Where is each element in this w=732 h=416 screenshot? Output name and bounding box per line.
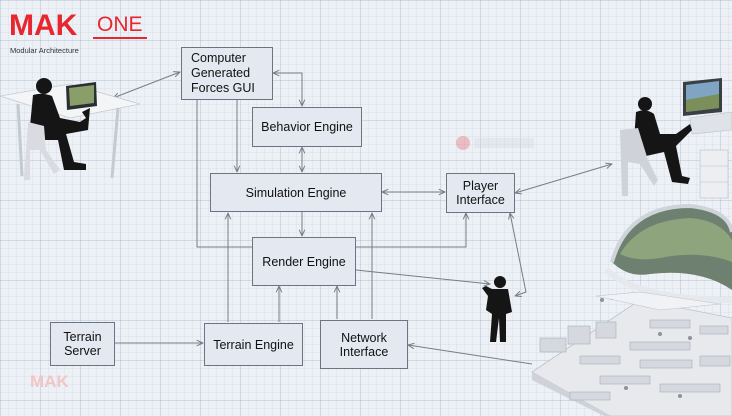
logo-brand: MAK bbox=[9, 9, 78, 42]
render-engine-box: Render Engine bbox=[252, 237, 356, 286]
behavior-engine-label: Behavior Engine bbox=[261, 120, 353, 134]
player-interface-box: Player Interface bbox=[446, 173, 515, 213]
behavior-engine-box: Behavior Engine bbox=[252, 107, 362, 147]
terrain-engine-box: Terrain Engine bbox=[204, 323, 303, 366]
command-center-room-icon bbox=[531, 291, 732, 416]
dome-display-icon bbox=[604, 203, 732, 303]
link-cgf-behavior bbox=[273, 73, 302, 106]
network-line-1: Network bbox=[341, 330, 387, 345]
cgf-line-1: Computer bbox=[191, 51, 246, 65]
operator-at-desk-icon bbox=[0, 78, 141, 180]
player-line-2: Interface bbox=[456, 193, 505, 207]
mak-watermark: MAK bbox=[30, 372, 69, 391]
link-player-soldier bbox=[510, 213, 527, 296]
terrain-server-line-1: Terrain bbox=[63, 330, 102, 344]
cgf-line-2: Generated bbox=[191, 66, 251, 80]
simulation-engine-box: Simulation Engine bbox=[210, 173, 382, 212]
terrain-engine-label: Terrain Engine bbox=[213, 337, 294, 352]
network-interface-label: Network Interface bbox=[340, 331, 389, 359]
cgf-gui-label: Computer Generated Forces GUI bbox=[191, 51, 255, 96]
simulation-engine-label: Simulation Engine bbox=[245, 185, 347, 200]
terrain-server-box: Terrain Server bbox=[50, 322, 115, 366]
terrain-server-line-2: Server bbox=[64, 344, 101, 358]
network-line-2: Interface bbox=[339, 344, 389, 359]
logo-subtitle: Modular Architecture bbox=[10, 46, 79, 55]
soldier-figure-icon bbox=[482, 276, 512, 342]
player-interface-label: Player Interface bbox=[456, 179, 505, 207]
link-cgf-player bbox=[196, 100, 252, 248]
render-engine-label: Render Engine bbox=[262, 254, 346, 269]
link-render-player bbox=[356, 213, 466, 248]
cgf-gui-box: Computer Generated Forces GUI bbox=[181, 47, 273, 100]
faint-logo-watermark bbox=[456, 136, 534, 150]
link-render-soldier bbox=[355, 269, 490, 284]
terrain-server-label: Terrain Server bbox=[63, 330, 101, 358]
pilot-simulator-icon bbox=[620, 78, 732, 199]
logo-product: ONE bbox=[93, 14, 147, 39]
link-center-network bbox=[408, 345, 533, 365]
player-line-1: Player bbox=[462, 179, 499, 193]
network-interface-box: Network Interface bbox=[320, 320, 408, 369]
link-operator-cgf bbox=[113, 72, 180, 98]
link-player-pilot bbox=[515, 164, 612, 193]
cgf-line-3: Forces GUI bbox=[191, 81, 255, 95]
